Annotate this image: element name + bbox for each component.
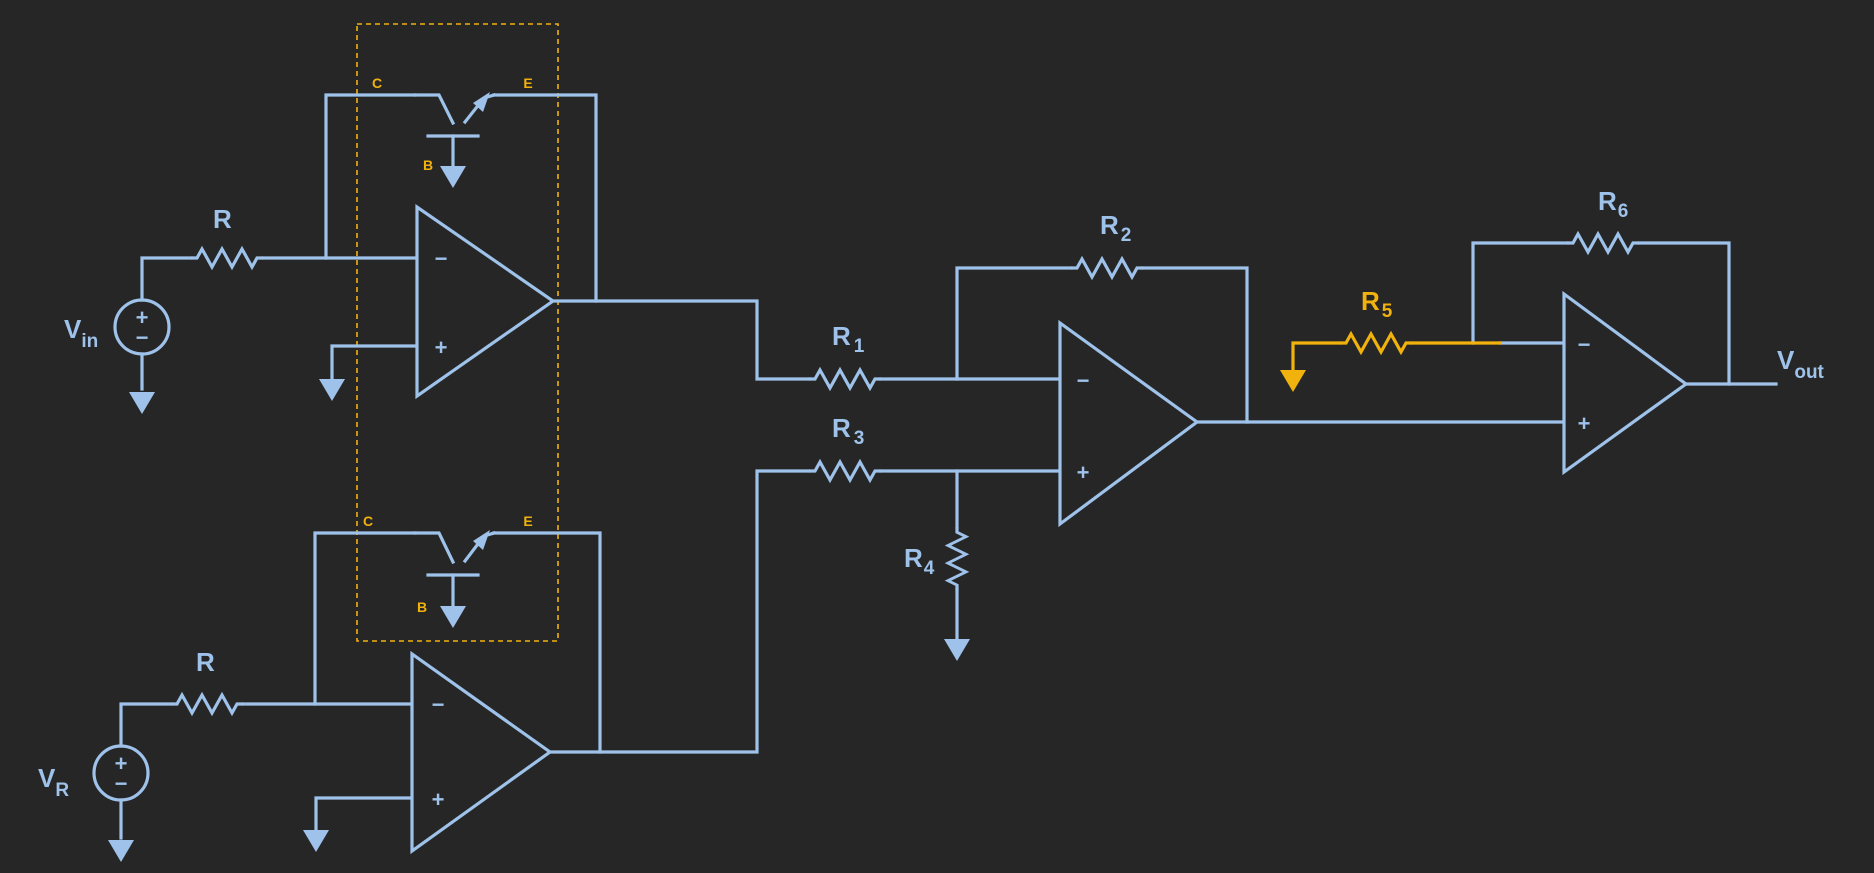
resistor-r4 (946, 525, 968, 592)
out-opamp-minus-sign: − (1578, 332, 1591, 357)
opamps (410, 203, 1689, 855)
resistor-r5 (1338, 332, 1414, 354)
bottom-opamp-ground-wire (314, 796, 414, 833)
bottom-opamp-minus-sign: − (432, 692, 445, 717)
ground-symbols (108, 166, 1306, 862)
top-base-ground-icon (440, 166, 466, 188)
out-opamp-plus-sign: + (1578, 411, 1591, 436)
r6-feedback-left-wire (1471, 241, 1569, 345)
r5-ground-icon (1280, 370, 1306, 392)
vin-label: Vin (64, 314, 98, 352)
bottom-transistor-collector-lead (413, 531, 456, 565)
voltage-sources (92, 298, 171, 840)
output-opamp (1562, 290, 1689, 476)
vin-ground-icon (129, 392, 155, 414)
resistor-r-bottom (169, 693, 245, 715)
top-opamp-output-wire (551, 299, 811, 381)
r6-label: R6 (1598, 186, 1628, 222)
top-transistor-collector-lead (413, 93, 456, 126)
bottom-emitter-arrow-icon (473, 530, 490, 550)
source-signs: + − + − (115, 305, 149, 796)
r4-label: R4 (904, 543, 935, 579)
r6-feedback-right-wire (1637, 241, 1731, 386)
r2-feedback-right-wire (1141, 266, 1249, 424)
vin-wire (140, 256, 193, 302)
top-opamp-minus-sign: − (435, 246, 448, 271)
top-emitter-to-output-wire (492, 93, 598, 303)
resistor-r-top (189, 247, 265, 269)
bottom-opamp-output-wire (548, 469, 811, 754)
bottom-emitter-to-output-wire (492, 531, 602, 754)
top-emitter-arrow-icon (473, 92, 490, 112)
r-top-label: R (213, 204, 232, 234)
bottom-collector-label: C (363, 513, 373, 529)
vr-minus-sign: − (115, 771, 128, 796)
r2-feedback-left-wire (955, 266, 1073, 381)
top-collector-label: C (372, 75, 382, 91)
bottom-emitter-label: E (523, 513, 532, 529)
top-base-label: B (423, 157, 433, 173)
bottom-base-label: B (417, 599, 427, 615)
vin-plus-sign: + (136, 305, 149, 330)
resistor-r3 (807, 460, 883, 482)
vr-wire (119, 702, 173, 748)
vr-ground-icon (108, 840, 134, 862)
resistor-r1 (807, 368, 883, 390)
top-opamp-ground-icon (319, 379, 345, 401)
diff-opamp-minus-sign: − (1077, 368, 1090, 393)
bottom-log-opamp (410, 650, 553, 855)
resistor-r6 (1565, 232, 1641, 254)
wires (119, 93, 1778, 833)
r-bottom-label: R (196, 647, 215, 677)
top-log-opamp (415, 203, 556, 400)
diff-opamp-plus-sign: + (1077, 460, 1090, 485)
resistor-r2 (1069, 257, 1145, 279)
top-emitter-label: E (523, 75, 532, 91)
transistor-highlight-box (356, 23, 559, 642)
transistor-pin-labels: C E B C E B (363, 75, 533, 615)
bottom-collector-feedback-wire (313, 531, 417, 706)
difference-opamp (1058, 319, 1200, 528)
vr-plus-sign: + (115, 751, 128, 776)
top-opamp-ground-wire (330, 344, 419, 382)
bottom-opamp-plus-sign: + (432, 787, 445, 812)
vout-label: Vout (1777, 345, 1825, 383)
top-collector-feedback-wire (324, 93, 417, 260)
vr-label: VR (38, 763, 69, 801)
top-opamp-plus-sign: + (435, 335, 448, 360)
vin-minus-sign: − (136, 325, 149, 350)
bottom-base-ground-icon (440, 606, 466, 628)
opamp-signs: − + − + − + − + (432, 246, 1591, 812)
bottom-opamp-ground-icon (303, 830, 329, 852)
r4-ground-icon (944, 639, 970, 661)
r5-highlighted-branch (1291, 341, 1502, 374)
